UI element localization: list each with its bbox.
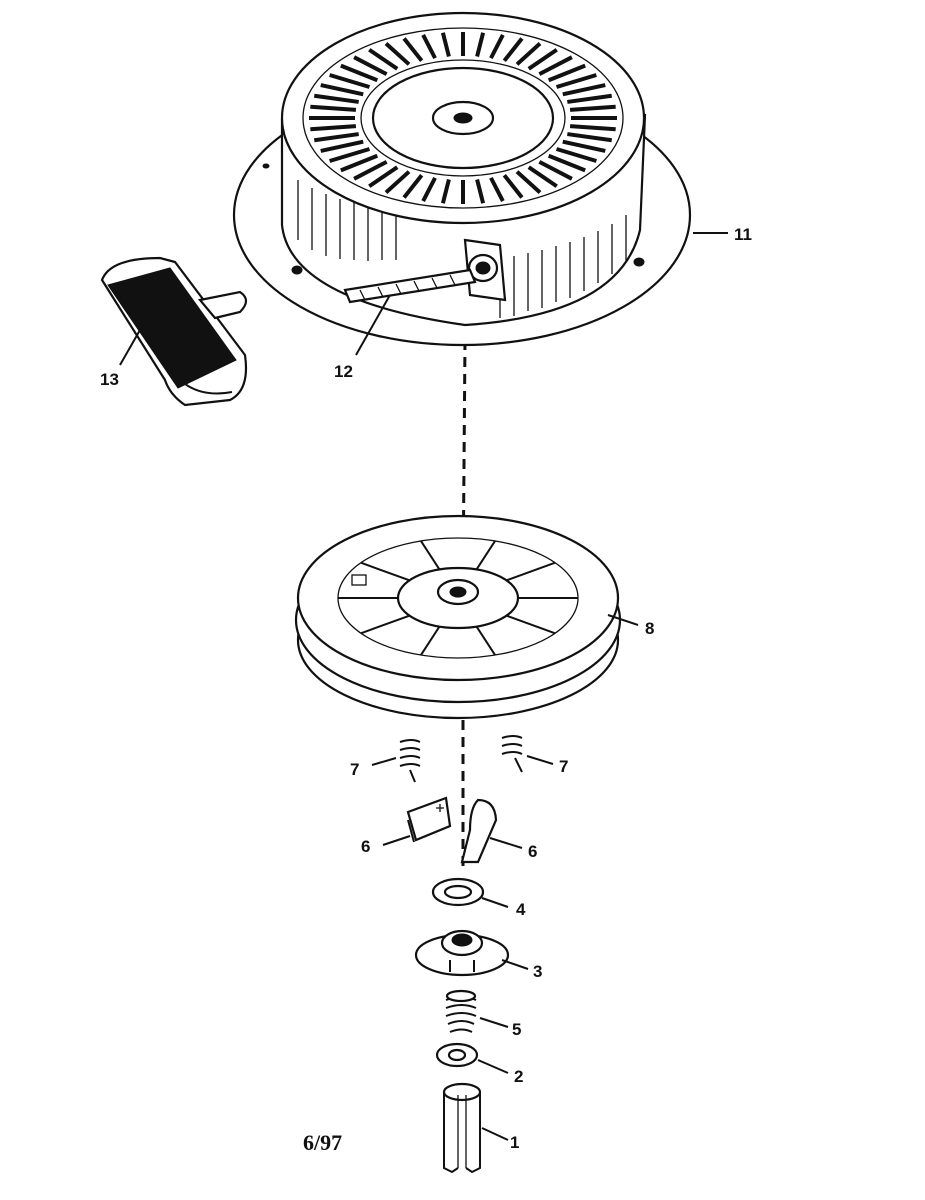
housing-vent-slot bbox=[421, 176, 437, 202]
callout-3: 3 bbox=[533, 962, 542, 981]
housing-vent-slot bbox=[515, 42, 542, 66]
compression-spring bbox=[445, 989, 477, 1033]
housing-vent-slot bbox=[384, 42, 411, 66]
housing-vent-slot bbox=[555, 73, 597, 89]
housing-vent-slot bbox=[368, 165, 399, 188]
callout-4: 4 bbox=[516, 900, 526, 919]
callout-2: 2 bbox=[514, 1067, 523, 1086]
housing-vent-slot bbox=[402, 37, 424, 62]
housing-vent-slot bbox=[569, 124, 616, 132]
housing-vent-slot bbox=[489, 34, 505, 60]
callout-12: 12 bbox=[334, 362, 353, 381]
housing-vent-slot bbox=[353, 160, 388, 181]
housing-vent-slot bbox=[320, 139, 364, 153]
callout-7-left: 7 bbox=[350, 760, 359, 779]
housing-vent-slot bbox=[527, 48, 558, 71]
housing-vent-slot bbox=[527, 165, 558, 188]
callout-8: 8 bbox=[645, 619, 654, 638]
callouts: 11 12 13 8 7 7 6 6 4 3 5 2 1 6/97 bbox=[100, 225, 752, 1155]
retainer bbox=[414, 929, 510, 977]
pawl-right bbox=[460, 798, 498, 864]
leader-lines bbox=[119, 232, 728, 1141]
pulley-spoke bbox=[420, 625, 441, 656]
pulley-spoke bbox=[360, 614, 410, 635]
rope-guide-insert bbox=[343, 268, 477, 304]
housing-vent-slot bbox=[567, 93, 613, 104]
housing-vent-slot bbox=[475, 178, 486, 204]
housing-vent-slot bbox=[555, 147, 597, 163]
pulley-spoke bbox=[506, 614, 556, 635]
housing-vent-slot bbox=[538, 160, 573, 181]
housing-vent-slot bbox=[353, 55, 388, 76]
housing-vent-slot bbox=[567, 132, 613, 143]
housing-vent-slot bbox=[313, 132, 359, 143]
housing-vent-slot bbox=[562, 83, 606, 97]
housing-vent-slot bbox=[538, 55, 573, 76]
housing-vent-slot bbox=[421, 34, 437, 60]
housing-vent-slot bbox=[440, 32, 451, 58]
housing-vent-slot bbox=[310, 104, 357, 112]
housing-vent-slot bbox=[569, 104, 616, 112]
housing-vent-slot bbox=[384, 170, 411, 194]
housing-vent-slot bbox=[313, 93, 359, 104]
pulley-spoke bbox=[475, 540, 496, 571]
callout-7-right: 7 bbox=[559, 757, 568, 776]
housing-vent-slot bbox=[475, 32, 486, 58]
starter-housing bbox=[232, 11, 692, 347]
rope-pulley bbox=[294, 514, 622, 720]
pawl-spring-right bbox=[501, 735, 523, 773]
pulley-spoke bbox=[420, 540, 441, 571]
housing-vent-slot bbox=[310, 124, 357, 132]
housing-vent-slot bbox=[547, 63, 586, 83]
housing-vent-slot bbox=[320, 83, 364, 97]
pulley-spoke bbox=[475, 625, 496, 656]
washer-upper bbox=[431, 877, 485, 907]
housing-vent-slot bbox=[402, 174, 424, 199]
callout-5: 5 bbox=[512, 1020, 521, 1039]
housing-vent-slot bbox=[440, 178, 451, 204]
housing-vent-slot bbox=[340, 153, 379, 173]
housing-vent-ring bbox=[302, 27, 624, 209]
housing-vent-slot bbox=[340, 63, 379, 83]
starter-handle bbox=[100, 256, 248, 407]
housing-vent-slot bbox=[489, 176, 505, 202]
callout-6-right: 6 bbox=[528, 842, 537, 861]
housing-vent-slot bbox=[502, 37, 524, 62]
washer-lower bbox=[435, 1042, 479, 1068]
housing-vent-slot bbox=[547, 153, 586, 173]
housing-vent-slot bbox=[515, 170, 542, 194]
housing-vent-slot bbox=[562, 139, 606, 153]
center-pin bbox=[442, 1082, 482, 1174]
callout-6-left: 6 bbox=[361, 837, 370, 856]
pawl-left bbox=[406, 796, 452, 843]
pulley-spoke bbox=[360, 561, 410, 582]
housing-vent-slot bbox=[502, 174, 524, 199]
callout-11: 11 bbox=[734, 225, 752, 244]
pulley-spoke bbox=[506, 561, 556, 582]
housing-vent-slot bbox=[329, 147, 371, 163]
housing-vent-slot bbox=[329, 73, 371, 89]
housing-vent-slot bbox=[368, 48, 399, 71]
callout-13: 13 bbox=[100, 370, 119, 389]
callout-1: 1 bbox=[510, 1133, 519, 1152]
pawl-spring-left bbox=[399, 739, 421, 783]
date-code: 6/97 bbox=[303, 1130, 342, 1155]
